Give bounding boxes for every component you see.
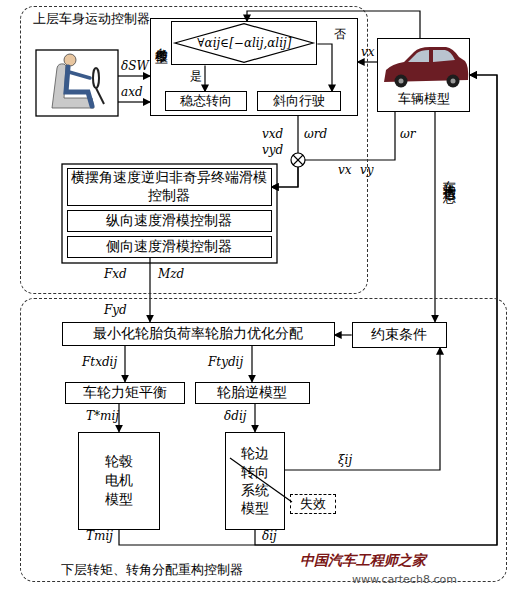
- node-text: 轮胎逆模型: [217, 384, 287, 402]
- node-text: 横摆角速度逆归非奇异终端滑模控制器: [68, 169, 271, 204]
- signal-label: Mzd: [158, 268, 184, 281]
- node-text: 约束条件: [371, 326, 427, 344]
- node-text: 上层车身运动控制器: [33, 11, 150, 27]
- signal-label: axd: [121, 86, 143, 99]
- edge-label: δdij: [224, 410, 246, 423]
- connector-arrow: [149, 258, 150, 322]
- connector-arrow: [251, 346, 252, 382]
- edge-label: Ftxdij: [82, 356, 117, 369]
- controller-frame: [62, 164, 277, 263]
- vehicle-model-box: 车辆模型: [377, 38, 470, 112]
- edge-label: ξij: [338, 454, 352, 467]
- edge-label: Tmij: [86, 530, 113, 543]
- node-text: 车辆模型: [378, 91, 469, 107]
- edge-label: 车辆状态信息: [442, 170, 456, 182]
- driver-illustration: [36, 50, 118, 116]
- signal-wire: [118, 101, 150, 102]
- connector-arrow: [317, 44, 332, 91]
- node-text: 失效: [300, 496, 326, 512]
- signal-label: ωr: [400, 128, 416, 141]
- process-box: 最小化轮胎负荷率轮胎力优化分配: [62, 322, 335, 346]
- node-text: 参考模型: [154, 37, 170, 41]
- edge-label: δij: [262, 530, 277, 543]
- controller-box: 侧向速度滑模控制器: [67, 236, 272, 258]
- process-box: 车轮力矩平衡: [65, 382, 185, 404]
- signal-label: δSW: [121, 60, 149, 73]
- connector-arrow: [272, 112, 395, 187]
- connector-arrow: [119, 75, 497, 545]
- summing-junction: [291, 153, 305, 167]
- constraint-box: 约束条件: [352, 322, 447, 348]
- motor-model-box: 轮毂电机模型: [78, 432, 160, 530]
- node-text: 下层转矩、转角分配重构控制器: [61, 562, 243, 578]
- connector-arrow: [335, 334, 352, 335]
- node-text: 纵向速度滑模控制器: [106, 212, 232, 230]
- signal-label: vxd: [262, 128, 283, 141]
- reference-model-box: 参考模型 ∀αij∈[−αlij,αlij] 稳态转向 斜向行驶: [150, 18, 358, 116]
- diamond-shape: [175, 24, 313, 63]
- edge-label: T*mij: [86, 410, 119, 423]
- node-text: ∀αij∈[−αlij,αlij]: [197, 36, 291, 51]
- edge-label: 否: [334, 28, 346, 41]
- car-illustration: [384, 47, 468, 88]
- signal-label: 中国汽车工程师之家: [300, 553, 426, 568]
- signal-label: vy: [360, 164, 374, 177]
- node-text: 轮毂电机模型: [104, 452, 134, 509]
- node-text: 斜向行驶: [273, 93, 325, 109]
- signal-label: vyd: [262, 144, 283, 157]
- node-text: 最小化轮胎负荷率轮胎力优化分配: [93, 325, 303, 343]
- steering-model-box: 轮边转向系统模型: [225, 432, 285, 530]
- edge-label: vx: [361, 46, 375, 59]
- connector-arrow: [124, 346, 125, 382]
- controller-box: 纵向速度滑模控制器: [67, 210, 272, 232]
- node-text: 侧向速度滑模控制器: [106, 238, 232, 256]
- signal-label: Fxd: [104, 268, 127, 281]
- node-text: 稳态转向: [180, 93, 232, 109]
- failure-box: 失效: [290, 494, 336, 514]
- process-box: 稳态转向: [165, 91, 247, 111]
- connector-arrow: [255, 75, 497, 545]
- decision-diamond: ∀αij∈[−αlij,αlij]: [171, 21, 317, 65]
- controller-box: 横摆角速度逆归非奇异终端滑模控制器: [67, 168, 272, 206]
- signal-label: ωrd: [304, 128, 327, 141]
- signal-label: vx: [338, 164, 352, 177]
- signal-label: Fyd: [104, 304, 127, 317]
- process-box: 斜向行驶: [257, 91, 341, 111]
- connector-arrow: [285, 348, 440, 470]
- node-text: 车轮力矩平衡: [83, 384, 167, 402]
- signal-wire: [118, 75, 150, 76]
- edge-label: 是: [190, 70, 202, 83]
- connector-arrow: [254, 404, 255, 432]
- connector-arrow: [247, 11, 420, 38]
- process-box: 轮胎逆模型: [195, 382, 310, 404]
- node-text: 轮边转向系统模型: [240, 444, 270, 517]
- signal-label: www.cartech8.com: [352, 574, 457, 586]
- edge-label: Ftydij: [208, 356, 243, 369]
- connector-arrow: [434, 112, 435, 322]
- group-frame: 上层车身运动控制器参考模型 ∀αij∈[−αlij,αlij] 稳态转向 斜向行驶横摆…: [20, 6, 368, 294]
- connector-arrow: [204, 65, 205, 91]
